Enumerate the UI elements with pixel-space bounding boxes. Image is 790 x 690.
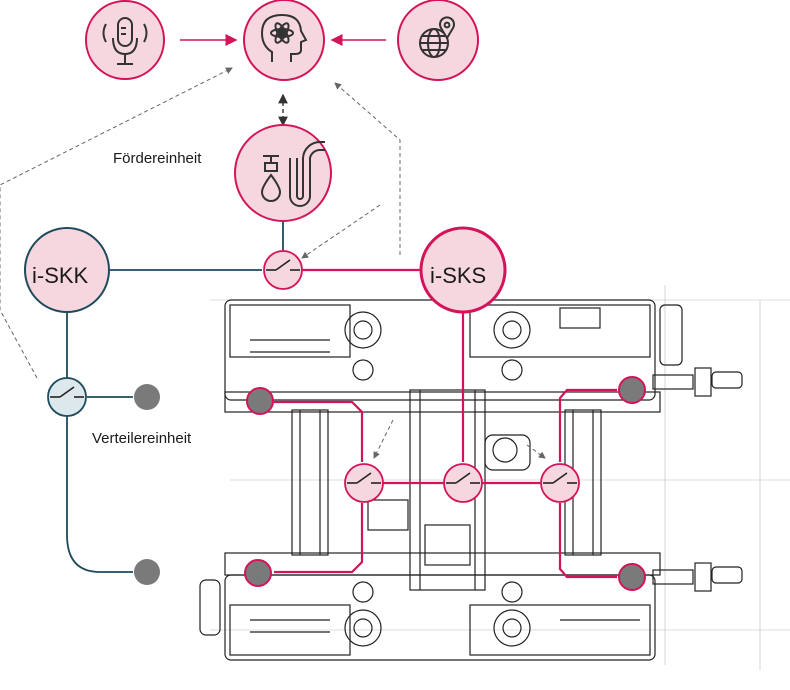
verteilereinheit-label: Verteilereinheit	[92, 430, 192, 447]
ai-head-icon	[260, 13, 308, 62]
outlet-bottom-right	[618, 563, 646, 591]
dashed-connections	[0, 67, 546, 459]
outlet-top-left	[246, 387, 274, 415]
outlet-bottom-left	[244, 559, 272, 587]
foerdereinheit-label: Fördereinheit	[113, 150, 202, 167]
bogie-drawing	[199, 285, 790, 670]
pump-node	[234, 124, 332, 222]
valve-center	[443, 463, 483, 503]
globe-location-node	[397, 0, 479, 81]
valve-main	[263, 250, 303, 290]
iskk-lines	[66, 222, 284, 573]
isks-node	[419, 226, 507, 314]
valve-distributor	[47, 377, 87, 417]
isks-lines	[274, 268, 617, 579]
isks-label: i-SKS	[430, 263, 487, 288]
pump-icon	[260, 140, 325, 207]
iskk-node	[24, 227, 110, 313]
microphone-node	[85, 0, 165, 80]
outlet-iskk-lower	[134, 559, 160, 585]
outlet-iskk-upper	[134, 384, 160, 410]
outlet-points	[134, 376, 646, 591]
ai-head-node	[243, 0, 325, 81]
valve-right	[540, 463, 580, 503]
microphone-icon	[102, 17, 148, 65]
outlet-top-right	[618, 376, 646, 404]
iskk-label: i-SKK	[32, 263, 89, 288]
valve-left	[344, 463, 384, 503]
globe-location-icon	[419, 16, 455, 58]
